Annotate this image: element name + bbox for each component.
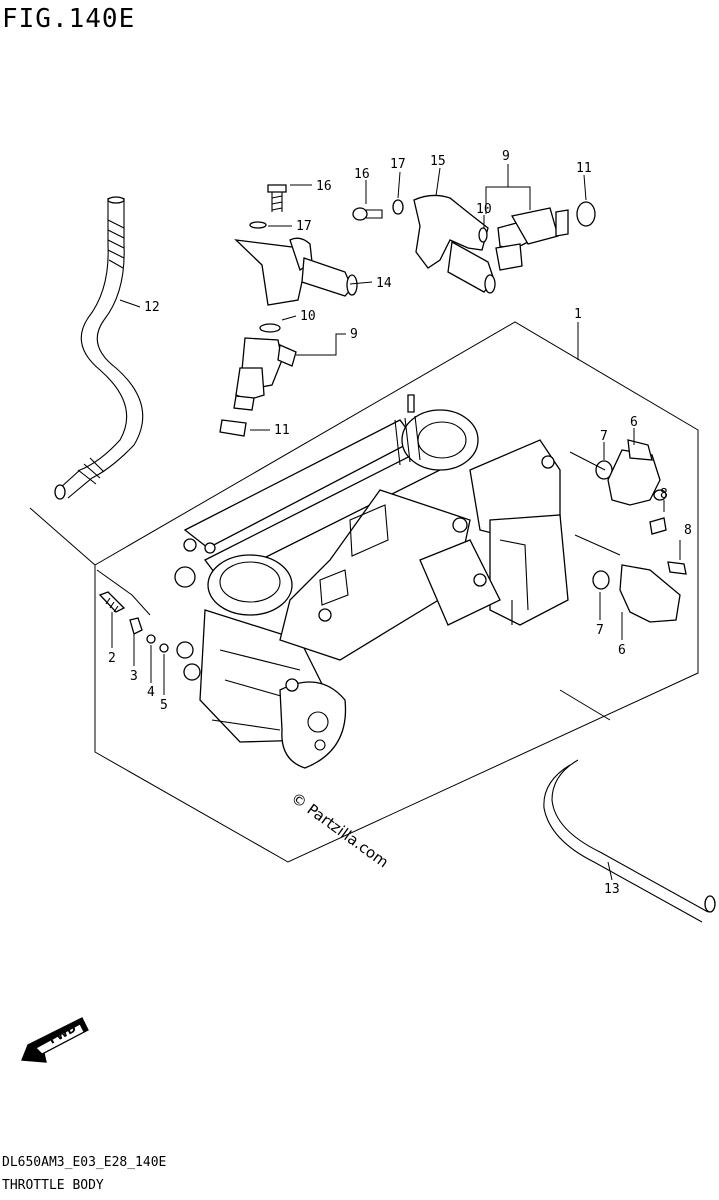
leader-10a xyxy=(281,315,297,321)
callout-3: 3 xyxy=(130,669,138,684)
dash-12 xyxy=(29,507,96,566)
small-parts-left xyxy=(98,591,169,653)
callout-7a: 7 xyxy=(600,429,608,444)
callout-14: 14 xyxy=(376,276,392,291)
dash-sensor-b xyxy=(574,534,621,556)
leader-15 xyxy=(435,167,441,197)
leader-12 xyxy=(119,299,141,308)
callout-6a: 6 xyxy=(630,415,638,430)
dash-small xyxy=(96,569,151,616)
dash-13 xyxy=(559,689,611,721)
watermark: © Partzilla.com xyxy=(288,789,392,872)
fwd-arrow-icon: FWD xyxy=(21,1017,89,1063)
callout-16a: 16 xyxy=(316,179,332,194)
callout-7b: 7 xyxy=(596,623,604,638)
leader-14 xyxy=(349,281,373,285)
leader-17b xyxy=(397,171,401,199)
figure-title: FIG.140E xyxy=(2,4,136,34)
callout-6b: 6 xyxy=(618,643,626,658)
sensor-upper xyxy=(595,439,667,535)
injector-right xyxy=(352,194,596,294)
callout-2: 2 xyxy=(108,651,116,666)
leader-9a xyxy=(296,333,346,356)
throttle-body-assembly xyxy=(174,394,569,769)
callout-16b: 16 xyxy=(354,167,370,182)
hose-13 xyxy=(543,759,716,923)
callout-4: 4 xyxy=(147,685,155,700)
callout-11b: 11 xyxy=(274,423,290,438)
footer-title: THROTTLE BODY xyxy=(2,1178,104,1193)
callout-17a: 17 xyxy=(296,219,312,234)
callout-15: 15 xyxy=(430,154,446,169)
leader-9b xyxy=(485,186,531,214)
sensor-lower xyxy=(592,561,687,623)
assembly-outline xyxy=(94,321,699,863)
callout-10a: 10 xyxy=(476,202,492,217)
injector-left xyxy=(219,184,358,437)
dash-sensor-a xyxy=(569,451,606,471)
callout-8a: 8 xyxy=(660,487,668,502)
callout-13: 13 xyxy=(604,882,620,897)
callout-1: 1 xyxy=(574,307,582,322)
hose-12 xyxy=(54,196,144,500)
callout-9b: 9 xyxy=(350,327,358,342)
leader-13 xyxy=(607,861,613,881)
callout-8b: 8 xyxy=(684,523,692,538)
callout-12: 12 xyxy=(144,300,160,315)
callout-9a: 9 xyxy=(502,149,510,164)
leader-11b xyxy=(583,174,587,201)
callout-11a: 11 xyxy=(576,161,592,176)
callout-5: 5 xyxy=(160,698,168,713)
callout-10b: 10 xyxy=(300,309,316,324)
footer-code: DL650AM3_E03_E28_140E xyxy=(2,1155,167,1170)
callout-17b: 17 xyxy=(390,157,406,172)
